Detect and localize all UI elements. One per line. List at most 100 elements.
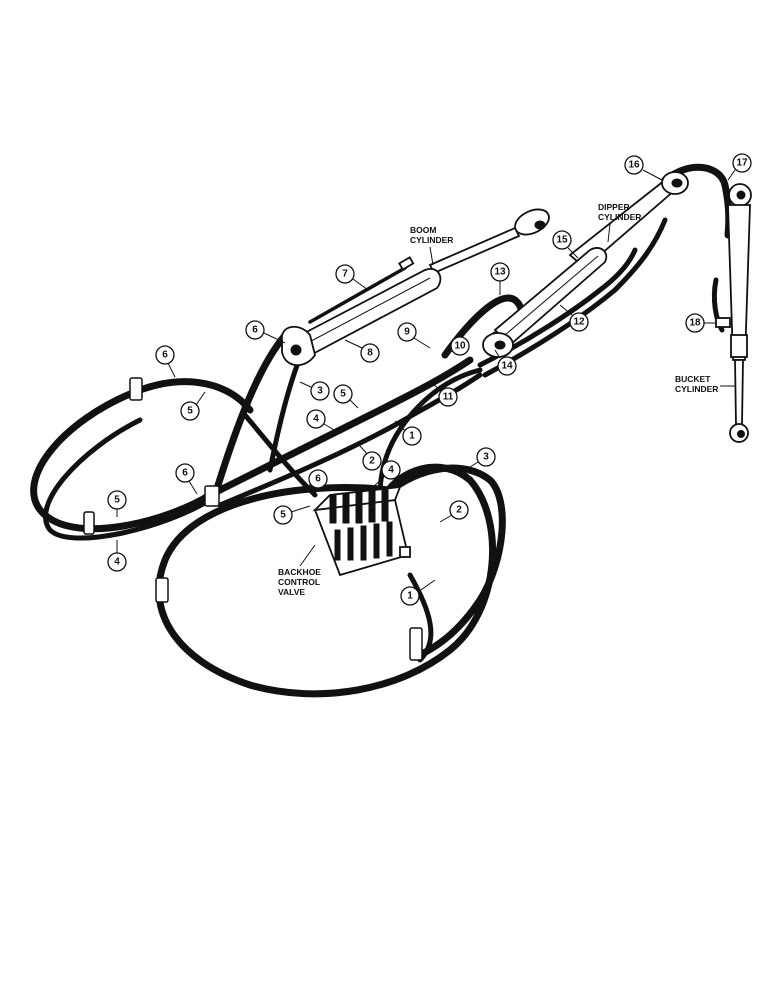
callout-9: 9 [397, 322, 417, 342]
boom-cylinder-barrel [293, 268, 442, 359]
callout-11-text: 11 [443, 392, 454, 403]
hose-clamp-top [129, 377, 143, 401]
callout-4-valve-text: 4 [388, 465, 394, 476]
hose-trunk-4 [206, 356, 474, 499]
callout-leader [167, 362, 176, 378]
valve-spool [386, 521, 393, 557]
dipper-cylinder-label-line2: CYLINDER [598, 212, 641, 222]
callout-6-boom: 6 [245, 320, 265, 340]
callout-15: 15 [552, 230, 572, 250]
bucket-cylinder-rod-eye-pin [737, 430, 745, 438]
callout-leader [413, 337, 431, 349]
bucket-cylinder-label-line1: BUCKET [675, 374, 711, 384]
callout-leader [299, 483, 312, 493]
dipper-cylinder [482, 171, 689, 358]
hose-clamp-center [204, 485, 220, 507]
callout-3-right: 3 [476, 447, 496, 467]
callout-3-mid-text: 3 [317, 386, 323, 397]
dipper-cylinder-label-line1: DIPPER [598, 202, 630, 212]
callout-2-right: 2 [449, 500, 469, 520]
boom-cylinder [281, 208, 550, 367]
valve-leader [299, 544, 316, 567]
callout-leader [417, 579, 436, 593]
boom-cylinder-tube [308, 266, 407, 324]
callout-2-mid-text: 2 [369, 456, 375, 467]
callouts: 16 17 15 13 7 6 [107, 153, 752, 606]
callout-leader [195, 391, 206, 406]
callout-12: 12 [569, 312, 589, 332]
boom-cylinder-barrel-line [299, 277, 431, 348]
valve-spool [373, 523, 380, 559]
callout-16: 16 [624, 155, 644, 175]
hose-clamps [83, 377, 423, 661]
bucket-cylinder-top-eye-pin [736, 190, 746, 200]
valve-label-line2: CONTROL [278, 577, 320, 587]
callout-15-text: 15 [556, 235, 568, 246]
callout-3-right-text: 3 [483, 452, 489, 463]
callout-5-mid: 5 [333, 384, 353, 404]
hose-clamp-right [409, 627, 423, 661]
callout-11: 11 [438, 387, 458, 407]
boom-cylinder-label-line1: BOOM [410, 225, 436, 235]
callout-leader [494, 349, 501, 359]
backhoe-control-valve [312, 485, 411, 577]
dipper-cylinder-leader [607, 223, 611, 243]
callout-13-text: 13 [494, 267, 506, 278]
callout-10: 10 [450, 336, 470, 356]
component-labels: BOOM CYLINDER DIPPER CYLINDER BUCKET CYL… [278, 202, 735, 597]
bucket-cylinder-barrel [727, 204, 751, 361]
callout-leader [567, 247, 579, 259]
callout-5-left-text: 5 [114, 495, 120, 506]
boom-cylinder-leader [429, 246, 434, 266]
callout-6-valve: 6 [308, 469, 328, 489]
callout-1-mid-text: 1 [409, 431, 415, 442]
hose-to-boom-6 [211, 326, 294, 499]
callout-1-low-text: 1 [407, 591, 413, 602]
callout-leader [371, 476, 385, 489]
callout-leader [642, 169, 663, 181]
bucket-cylinder [715, 183, 752, 443]
callout-4-left-text: 4 [114, 557, 120, 568]
valve-spool [360, 525, 367, 561]
callout-leader [263, 332, 286, 344]
hose-clamp-left [155, 577, 169, 603]
callout-12-text: 12 [573, 317, 585, 328]
hose-bundle [30, 163, 733, 698]
dipper-top-eye-pin [671, 178, 683, 188]
callout-14: 14 [497, 356, 517, 376]
boom-cylinder-base-pin [290, 344, 302, 356]
callout-1-low: 1 [400, 586, 420, 606]
callout-5-top: 5 [180, 401, 200, 421]
callout-3-mid: 3 [310, 381, 330, 401]
callout-6-top-text: 6 [162, 350, 168, 361]
callout-2-right-text: 2 [456, 505, 462, 516]
callout-leader [431, 382, 442, 392]
callout-17: 17 [732, 153, 752, 173]
hose-left-loop [30, 378, 254, 533]
callout-leader [290, 505, 311, 513]
callout-leader [299, 381, 314, 389]
callout-6-boom-text: 6 [252, 325, 258, 336]
bucket-cylinder-gland [730, 334, 748, 358]
hose-lower-loop [155, 463, 496, 698]
valve-spool [329, 494, 337, 524]
callout-leader [727, 169, 736, 181]
valve-spool [355, 490, 363, 524]
callout-5-top-text: 5 [187, 406, 193, 417]
dipper-cylinder-barrel-line [504, 255, 599, 336]
callout-13: 13 [490, 262, 510, 282]
hose-left-loop-2 [43, 417, 213, 541]
callout-18-text: 18 [689, 318, 701, 329]
callout-6-valve-text: 6 [315, 474, 321, 485]
callout-5-valve-text: 5 [280, 510, 286, 521]
callout-18: 18 [685, 313, 705, 333]
valve-spools [329, 488, 393, 561]
bucket-cylinder-fitting [715, 317, 731, 328]
callout-leader [323, 423, 337, 432]
callout-leader [344, 339, 363, 349]
valve-spool [347, 527, 354, 561]
callout-7: 7 [335, 264, 355, 284]
callout-leader [352, 278, 369, 291]
bucket-cylinder-label-line2: CYLINDER [675, 384, 718, 394]
